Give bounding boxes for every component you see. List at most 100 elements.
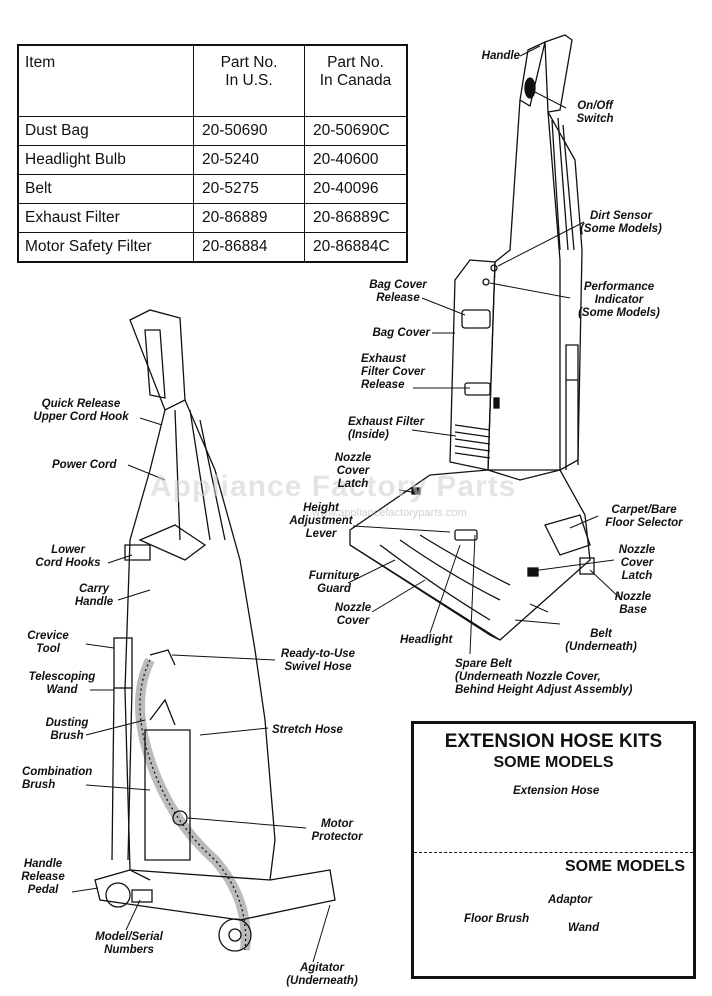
parts-table: Item Part No. In U.S. Part No. In Canada…	[17, 44, 408, 263]
crevice-tool-shape	[113, 637, 133, 689]
rear-handle	[129, 309, 186, 411]
front-wheel	[105, 882, 131, 908]
label-carpet-bare-floor-selector: Carpet/Bare Floor Selector	[605, 504, 683, 529]
label-dusting-brush: Dusting Brush	[45, 717, 89, 742]
label-furniture-guard: Furniture Guard	[308, 570, 360, 595]
label-handle: Handle	[481, 50, 520, 62]
label-extension-hose: Extension Hose	[513, 785, 600, 797]
label-nozzle-cover-latch-left: Nozzle Cover Latch	[334, 452, 372, 490]
lower-cord-hook-shape	[124, 544, 151, 561]
nozzle-base-shape	[349, 469, 591, 641]
table-row: Dust Bag 20-50690 20-50690C	[17, 116, 408, 146]
cell-part-us: 20-5240	[193, 145, 305, 175]
cell-part-us: 20-5275	[193, 174, 305, 204]
label-carry-handle: Carry Handle	[74, 583, 114, 608]
label-combination-brush: Combination Brush	[22, 766, 93, 791]
cell-item: Headlight Bulb	[17, 145, 194, 175]
label-nozzle-cover-latch-right: Nozzle Cover Latch	[618, 544, 656, 582]
side-wand-tube	[565, 380, 579, 470]
motor-protector-shape	[172, 810, 188, 826]
label-bag-cover-release: Bag Cover Release	[369, 279, 427, 304]
label-adaptor: Adaptor	[548, 894, 593, 906]
table-row: Motor Safety Filter 20-86884 20-86884C	[17, 232, 408, 263]
stretch-hose-ribs	[139, 659, 247, 951]
cell-part-us: 20-86884	[193, 232, 305, 263]
rear-vacuum-drawing	[94, 309, 336, 952]
nozzle-latch-shape	[579, 557, 595, 575]
label-lower-cord-hooks: Lower Cord Hooks	[35, 544, 101, 569]
side-wand	[565, 344, 579, 381]
front-vacuum-drawing	[349, 34, 595, 641]
label-quick-release-upper-cord-hook: Quick Release Upper Cord Hook	[33, 398, 129, 423]
watermark-url: www.appliancefactoryparts.com	[312, 507, 467, 519]
cell-item: Motor Safety Filter	[17, 232, 194, 263]
bag-cover-release-shape	[461, 309, 491, 329]
label-dirt-sensor: Dirt Sensor (Some Models)	[580, 210, 662, 235]
label-bag-cover: Bag Cover	[372, 327, 430, 339]
exhaust-filter-release-shape	[464, 382, 491, 396]
kit-some-models: SOME MODELS	[564, 858, 685, 875]
carpet-selector-shape	[544, 514, 591, 556]
performance-indicator-shape	[482, 278, 490, 286]
label-wand: Wand	[568, 922, 600, 934]
cell-item: Dust Bag	[17, 116, 194, 146]
dusting-brush-shape	[149, 698, 176, 726]
body-latch-shape	[493, 397, 500, 409]
watermark-brand: Appliance Factory Parts	[150, 470, 517, 503]
label-headlight: Headlight	[400, 634, 453, 646]
table-row: Belt 20-5275 20-40096	[17, 174, 408, 204]
exhaust-grill	[454, 424, 491, 459]
power-cord-lines	[174, 409, 226, 541]
kit-divider	[414, 852, 693, 853]
table-row: Exhaust Filter 20-86889 20-86889C	[17, 203, 408, 233]
combination-brush-bay	[144, 729, 191, 861]
label-performance-indicator: Performance Indicator (Some Models)	[578, 281, 660, 319]
label-spare-belt: Spare Belt (Underneath Nozzle Cover, Beh…	[455, 658, 633, 696]
cell-part-canada: 20-86884C	[304, 232, 408, 263]
rear-body-left-edge	[124, 409, 166, 881]
label-agitator: Agitator (Underneath)	[286, 962, 358, 987]
cell-part-canada: 20-40096	[304, 174, 408, 204]
rear-wheel-hub	[228, 928, 242, 942]
carry-handle-shape	[138, 524, 207, 561]
label-height-adjustment-lever: Height Adjustment Lever	[289, 502, 353, 540]
label-telescoping-wand: Telescoping Wand	[28, 671, 96, 696]
cord-wrap-lines	[551, 117, 575, 251]
label-exhaust-filter: Exhaust Filter (Inside)	[348, 416, 425, 441]
cell-item: Exhaust Filter	[17, 203, 194, 233]
nozzle-cover-latch-right-shape	[527, 567, 539, 577]
model-plate-shape	[131, 889, 153, 903]
kit-subtitle: SOME MODELS	[493, 754, 614, 771]
label-belt-underneath: Belt (Underneath)	[565, 628, 637, 653]
telescoping-wand-shape	[111, 687, 133, 861]
upper-body	[487, 99, 561, 481]
on-off-switch-shape	[524, 77, 536, 99]
upper-body-side	[547, 111, 583, 471]
rear-wheel	[218, 918, 252, 952]
label-handle-release-pedal: Handle Release Pedal	[21, 858, 65, 896]
furniture-guard-shape	[349, 544, 501, 641]
label-exhaust-filter-cover-release: Exhaust Filter Cover Release	[361, 353, 425, 391]
cell-part-canada: 20-86889C	[304, 203, 408, 233]
table-row: Headlight Bulb 20-5240 20-40600	[17, 145, 408, 175]
rear-handle-opening	[144, 329, 166, 399]
label-stretch-hose: Stretch Hose	[272, 724, 343, 736]
leader-lines	[71, 45, 623, 963]
label-motor-protector: Motor Protector	[311, 818, 363, 843]
label-model-serial-numbers: Model/Serial Numbers	[95, 931, 163, 956]
label-on-off-switch: On/Off Switch	[576, 100, 614, 125]
label-crevice-tool: Crevice Tool	[27, 630, 69, 655]
handle-grip	[544, 34, 573, 113]
nozzle-cover-latch-left-shape	[411, 487, 421, 495]
stretch-hose-body	[135, 657, 251, 951]
cell-part-us: 20-86889	[193, 203, 305, 233]
label-floor-brush: Floor Brush	[464, 913, 530, 925]
rear-body-right-edge	[184, 399, 276, 881]
rear-nozzle-base	[94, 869, 336, 921]
nozzle-cover-contours	[379, 534, 511, 621]
extension-hose-kit-box: EXTENSION HOSE KITS SOME MODELS SOME MOD…	[411, 721, 696, 979]
label-ready-to-use-swivel-hose: Ready-to-Use Swivel Hose	[280, 648, 356, 673]
kit-title: EXTENSION HOSE KITS	[444, 731, 663, 752]
